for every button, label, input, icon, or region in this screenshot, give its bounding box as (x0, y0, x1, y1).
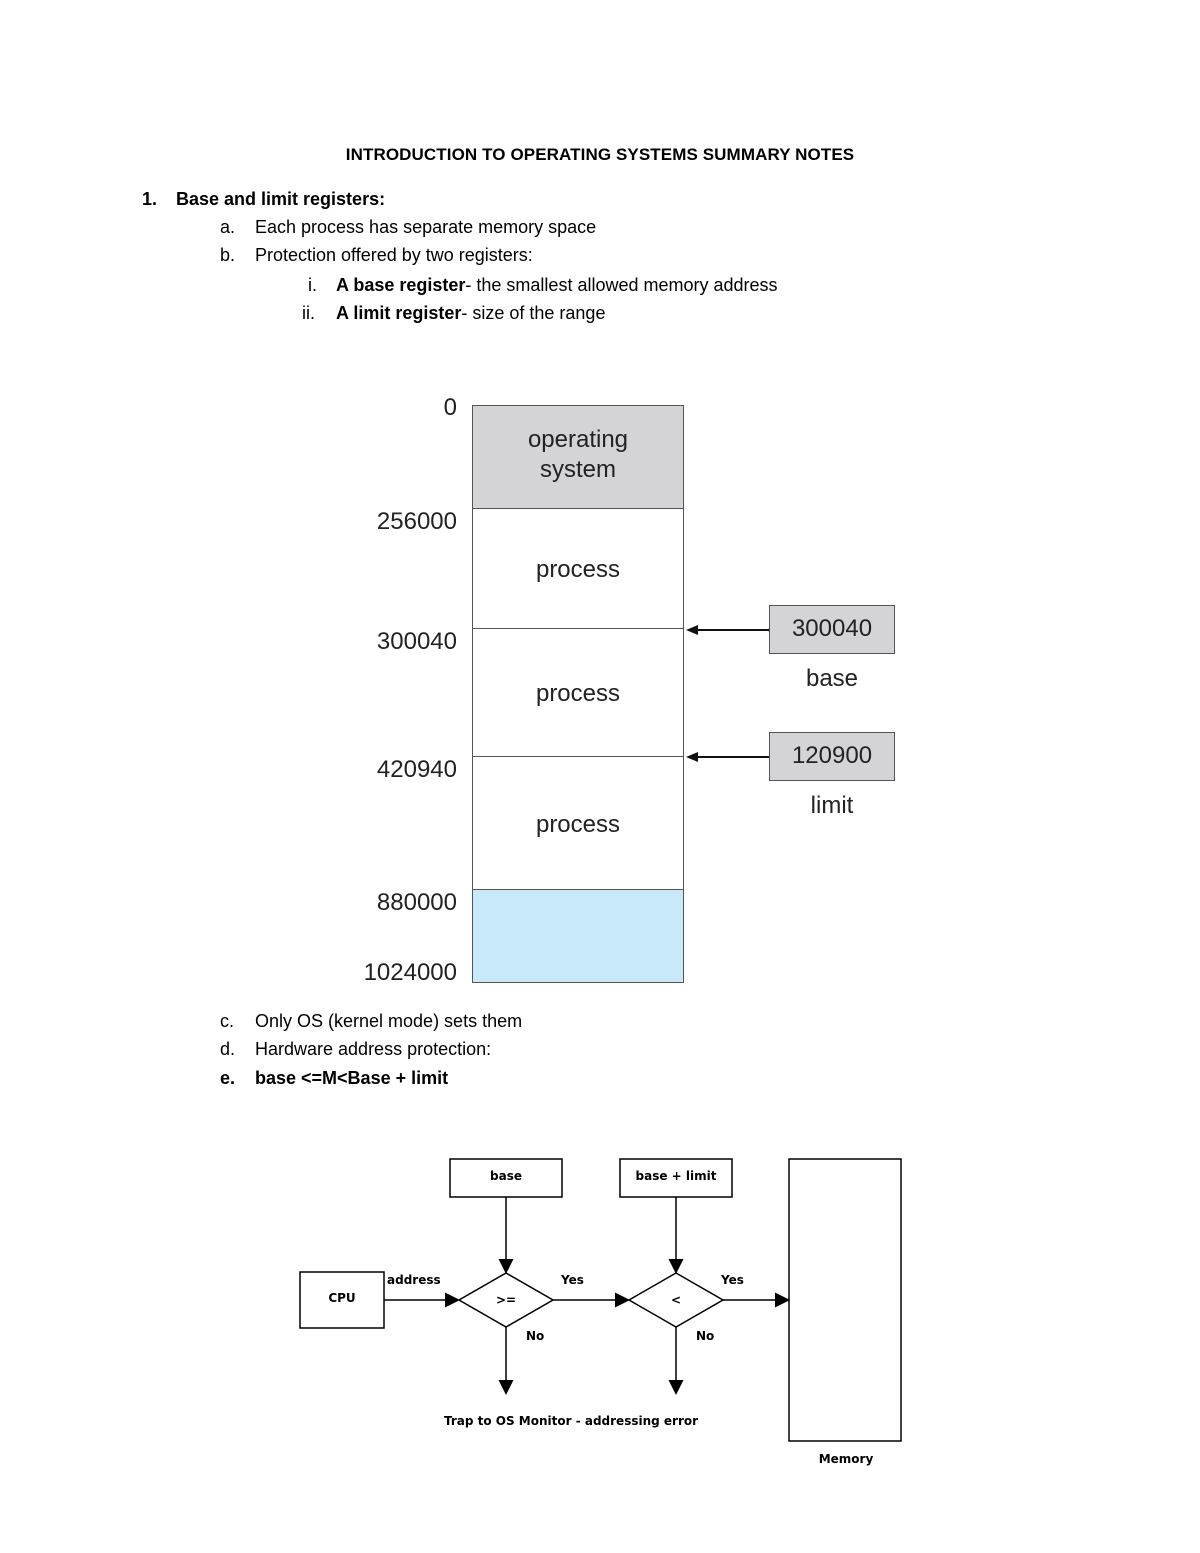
limit-register-label: limit (810, 792, 854, 819)
process-block-label: process (535, 811, 621, 838)
sublist-item: A base register- the smallest allowed me… (336, 275, 778, 296)
address-label: 880000 (376, 889, 457, 916)
list-item: Protection offered by two registers: (255, 245, 533, 265)
limit-register-box: 120900 (769, 732, 895, 781)
memory-box (788, 1158, 902, 1442)
process-block (472, 756, 684, 891)
register-arrows (686, 620, 774, 762)
address-label: 0 (443, 394, 457, 421)
address-label: address (387, 1273, 441, 1287)
yes-label-1: Yes (560, 1273, 584, 1287)
base-arrow-head (686, 625, 698, 635)
compare-2-label: < (671, 1293, 681, 1307)
os-block-label: operating system (472, 425, 684, 485)
base-limit-box-label: base + limit (636, 1169, 717, 1183)
compare-1-label: >= (496, 1293, 516, 1307)
base-box (449, 1158, 563, 1198)
sublist-marker: ii. (302, 303, 315, 323)
list-marker: c. (220, 1011, 235, 1031)
os-label-line: operating (527, 426, 629, 453)
base-limit-box (619, 1158, 733, 1198)
base-register-box: 300040 (769, 605, 895, 654)
term-definition: - the smallest allowed memory address (465, 275, 778, 295)
no-label-2: No (696, 1329, 714, 1343)
yes-label-2: Yes (720, 1273, 744, 1287)
os-block (472, 405, 684, 509)
list-item: Hardware address protection: (255, 1039, 492, 1059)
list-marker: d. (220, 1039, 236, 1059)
list-marker: a. (220, 217, 236, 237)
address-protection-flowchart: base base + limit Memory CPU >= < addres… (299, 1158, 902, 1466)
process-block-label: process (535, 680, 621, 707)
section-number: 1. (142, 189, 158, 209)
process-block (472, 508, 684, 630)
limit-arrow-head (686, 752, 698, 762)
sublist-item: A limit register- size of the range (336, 303, 605, 324)
list-item: base <=M<Base + limit (255, 1068, 449, 1088)
address-label: 1024000 (363, 959, 457, 986)
free-memory-block (472, 889, 684, 983)
memory-label: Memory (819, 1452, 874, 1466)
list-item: Each process has separate memory space (255, 217, 597, 237)
term-base-register: A base register (336, 275, 466, 295)
list-item: Only OS (kernel mode) sets them (255, 1011, 523, 1031)
os-label-line: system (539, 456, 616, 483)
term-limit-register: A limit register (336, 303, 462, 323)
no-label-1: No (526, 1329, 544, 1343)
base-box-label: base (490, 1169, 522, 1183)
cpu-box (299, 1271, 385, 1329)
term-definition: - size of the range (461, 303, 606, 323)
process-block (472, 628, 684, 758)
sublist-marker: i. (308, 275, 317, 295)
address-label: 420940 (376, 756, 457, 783)
address-label: 300040 (376, 628, 457, 655)
base-register-label: base (805, 665, 859, 692)
section-heading: Base and limit registers: (176, 189, 386, 209)
page-title: INTRODUCTION TO OPERATING SYSTEMS SUMMAR… (345, 145, 855, 164)
list-marker: e. (220, 1068, 236, 1088)
list-marker: b. (220, 245, 236, 265)
process-block-label: process (535, 556, 621, 583)
trap-label: Trap to OS Monitor - addressing error (444, 1414, 698, 1428)
cpu-box-label: CPU (328, 1291, 355, 1305)
address-label: 256000 (376, 508, 457, 535)
